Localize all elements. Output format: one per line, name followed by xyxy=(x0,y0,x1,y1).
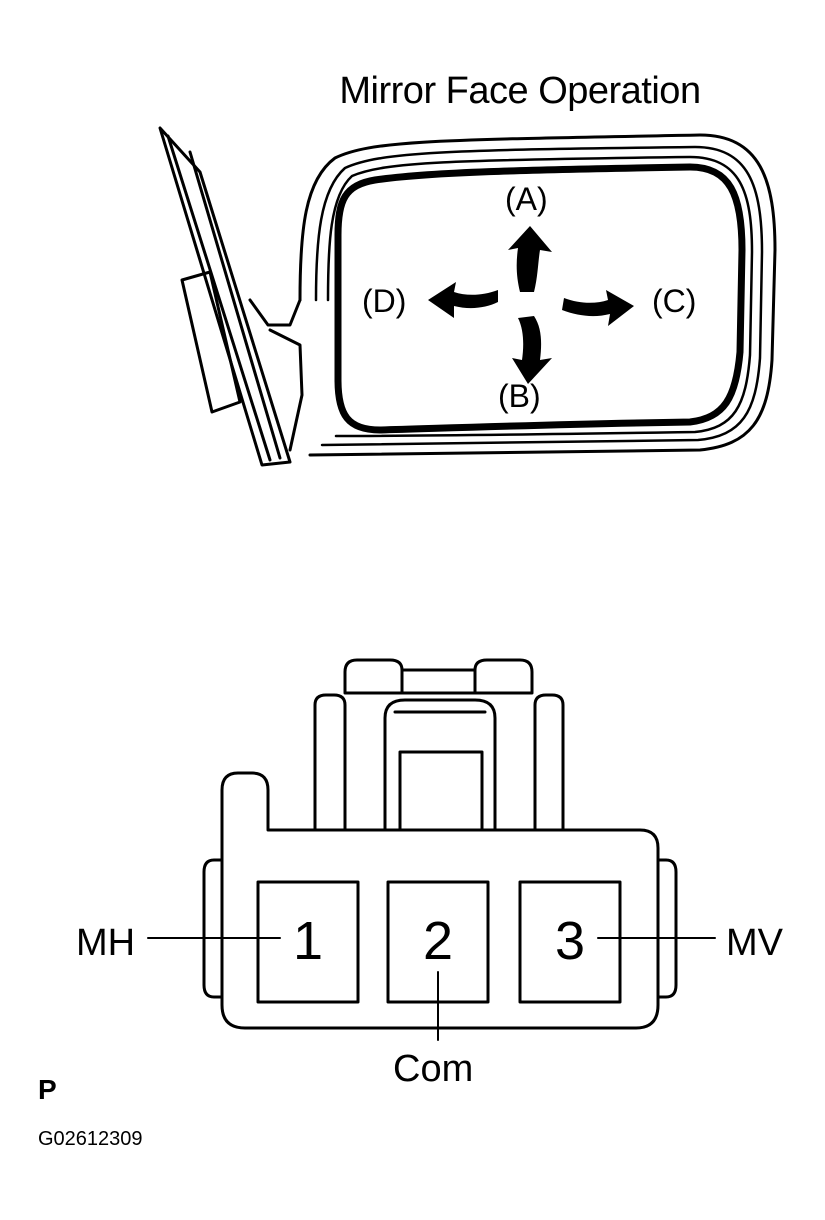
diagram-title: Mirror Face Operation xyxy=(339,70,701,112)
direction-label-left: (D) xyxy=(362,283,407,319)
leader-lines xyxy=(147,937,716,1041)
pin-number-1: 1 xyxy=(292,911,324,971)
arrow-up-icon xyxy=(508,226,552,292)
pin-label-mv: MV xyxy=(726,922,783,964)
direction-arrows xyxy=(428,226,634,384)
footer-letter: P xyxy=(38,1074,57,1105)
arrow-down-icon xyxy=(512,316,552,384)
mirror-mount-arm xyxy=(158,126,304,467)
arrow-right-icon xyxy=(562,290,634,326)
connector-body xyxy=(202,658,678,1030)
pin-label-com: Com xyxy=(393,1048,474,1090)
direction-label-up: (A) xyxy=(505,181,548,217)
arrow-left-icon xyxy=(428,282,498,318)
pin-cavity-3 xyxy=(518,880,622,1004)
figure-code: G02612309 xyxy=(38,1128,143,1150)
pin-cavity-1 xyxy=(256,880,360,1004)
pin-label-mh: MH xyxy=(76,922,136,964)
pin-number-2: 2 xyxy=(422,911,454,971)
mirror-housing xyxy=(298,133,777,457)
direction-label-down: (B) xyxy=(498,378,541,414)
direction-label-right: (C) xyxy=(652,283,697,319)
pin-number-3: 3 xyxy=(554,911,586,971)
